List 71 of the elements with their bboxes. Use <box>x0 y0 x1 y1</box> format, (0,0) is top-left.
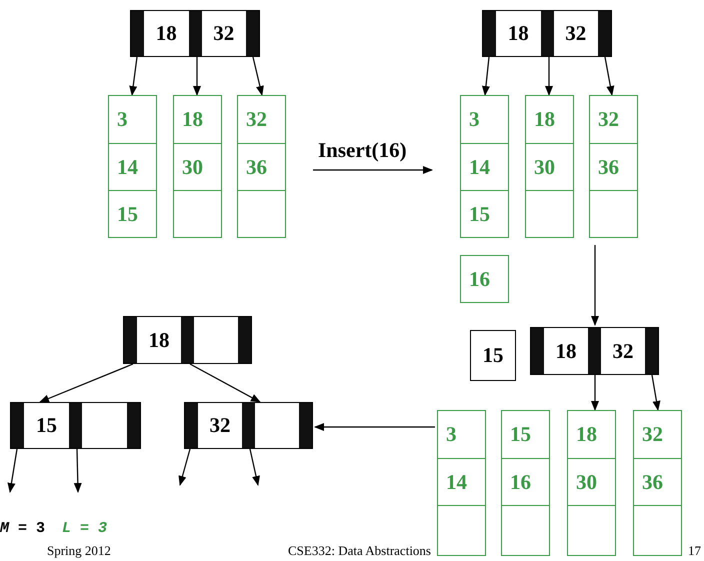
key-label: 32 <box>213 21 234 46</box>
key-label: 36 <box>246 154 267 180</box>
btree-leaf-node <box>437 410 486 556</box>
arrow <box>604 56 614 96</box>
btree-internal-node <box>184 402 313 449</box>
btree-internal-node <box>10 402 141 449</box>
arrow <box>482 56 490 96</box>
key-label: 36 <box>642 470 663 494</box>
btree-leaf-node <box>501 410 550 556</box>
key-label: 30 <box>534 154 555 180</box>
arrow <box>39 363 134 403</box>
key-label: 15 <box>482 343 504 368</box>
arrow <box>591 375 599 411</box>
btree-internal-node <box>530 327 659 375</box>
key-label: 15 <box>469 202 490 226</box>
btree-internal-node <box>130 10 260 57</box>
parameter-label: M = 3 <box>0 520 46 537</box>
btree-leaf-node <box>567 410 616 556</box>
key-label: 3 <box>117 107 128 132</box>
btree-leaf-node <box>460 95 509 238</box>
key-label: 32 <box>612 338 634 364</box>
key-label: 15 <box>510 422 531 447</box>
btree-internal-node <box>123 316 252 364</box>
key-label: 15 <box>36 413 57 438</box>
btree-leaf-node <box>589 95 638 238</box>
arrow <box>178 448 191 486</box>
key-label: 18 <box>534 107 555 132</box>
key-label: 14 <box>469 154 490 180</box>
key-label: 32 <box>246 107 267 132</box>
parameter-label: L = 3 <box>62 520 108 537</box>
key-label: 18 <box>556 338 576 364</box>
key-label: 18 <box>148 328 170 352</box>
btree-internal-node <box>482 10 612 57</box>
key-label: 14 <box>117 154 138 180</box>
arrow <box>591 245 599 326</box>
btree-leaf-node <box>237 95 286 238</box>
arrow <box>545 57 553 96</box>
arrow <box>74 448 82 493</box>
btree-leaf-node <box>633 410 682 556</box>
footer-text: Spring 2012 <box>47 543 111 559</box>
arrow <box>313 166 433 174</box>
btree-leaf-node <box>173 95 222 238</box>
arrow <box>314 423 435 431</box>
arrow <box>252 56 264 96</box>
key-label: 32 <box>210 413 230 438</box>
key-label: 15 <box>117 202 138 226</box>
key-label: 3 <box>469 107 480 132</box>
key-label: 18 <box>508 21 529 46</box>
key-label: 3 <box>446 422 456 447</box>
key-box <box>470 330 516 381</box>
btree-leaf-node <box>525 95 574 238</box>
key-label: 32 <box>598 107 619 132</box>
key-label: 32 <box>565 21 586 46</box>
arrow <box>8 448 18 493</box>
arrow <box>190 363 261 403</box>
arrow <box>651 374 660 411</box>
btree-leaf-node <box>108 95 157 238</box>
key-label: 32 <box>642 422 663 447</box>
key-label: 14 <box>446 470 467 494</box>
key-label: 18 <box>182 107 203 132</box>
key-label: 30 <box>576 470 597 494</box>
btree-leaf-node <box>460 255 509 303</box>
key-label: 16 <box>510 470 531 494</box>
key-label: 36 <box>598 154 619 180</box>
arrow <box>249 448 260 486</box>
key-label: 30 <box>182 154 203 180</box>
key-label: 16 <box>469 267 490 292</box>
arrow <box>193 57 201 96</box>
key-label: 18 <box>576 422 597 447</box>
key-label: 18 <box>156 21 177 46</box>
arrow <box>129 56 138 96</box>
